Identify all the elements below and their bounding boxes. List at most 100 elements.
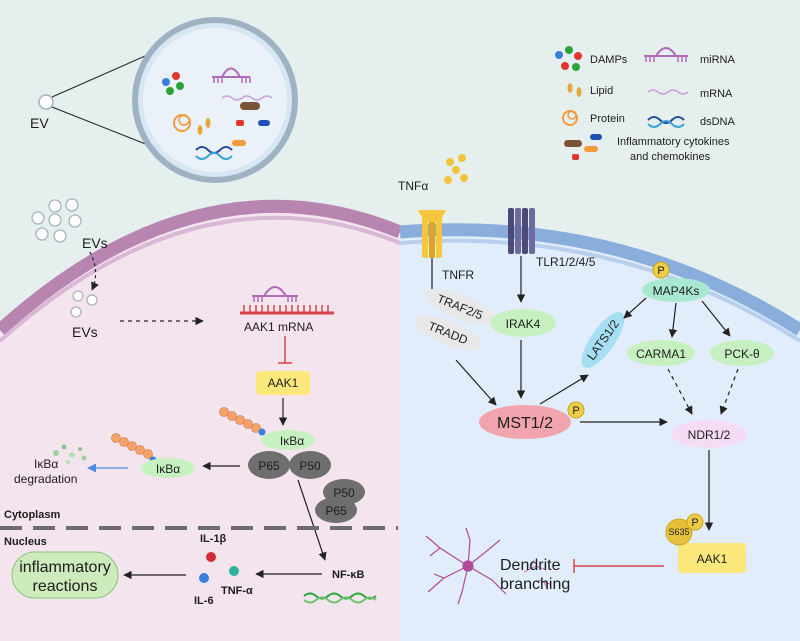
legend-lipid-label: Lipid <box>590 85 613 97</box>
tnfa-label: TNFα <box>398 179 428 193</box>
tlr-receptor-icon <box>508 208 535 254</box>
degradation-label-1: IκBα <box>34 457 58 471</box>
legend-mirna-label: miRNA <box>700 54 735 66</box>
tnfa-cyto-label: TNF-α <box>221 585 253 597</box>
ev-label: EV <box>30 115 49 131</box>
ikba-complex-label: IκBα <box>280 434 304 448</box>
ev-mirna-icon <box>212 67 251 83</box>
irak4-node <box>490 309 556 337</box>
inflammatory-reactions-node <box>11 551 119 599</box>
degradation-fragments-icon <box>53 444 87 464</box>
tradd-node <box>414 315 482 351</box>
lats-node <box>581 312 625 368</box>
legend-mrna-icon <box>647 89 689 95</box>
mrna-inhibits-aak1 <box>278 336 292 364</box>
evs-cluster-outside <box>31 198 82 243</box>
evs-inside-label: EVs <box>72 324 98 340</box>
evs-outside-label: EVs <box>82 235 108 251</box>
il1b-dot-icon <box>206 552 216 562</box>
aak1-node-left-label: AAK1 <box>268 376 299 390</box>
aak1-mrna-label: AAK1 mRNA <box>244 320 313 334</box>
p65-free-label: P65 <box>325 504 347 518</box>
p50-complex-label: P50 <box>299 459 321 473</box>
tnfr-receptor-icon <box>418 210 446 258</box>
legend-dsdna-icon <box>647 116 685 124</box>
map4ks-phospho-badge <box>652 261 670 279</box>
s635-label: S635 <box>668 527 689 537</box>
legend-cytokines-label-1: Inflammatory cytokines <box>617 136 730 148</box>
map4ks-node <box>642 278 710 302</box>
ikba-free-label: IκBα <box>156 462 180 476</box>
nucleus-label: Nucleus <box>4 536 47 548</box>
map4ks-to-pck-arrow <box>701 300 731 337</box>
map4ks-to-carma1-arrow <box>668 302 678 338</box>
legend-cytokines-icon <box>564 134 602 160</box>
cytoplasm-label: Cytoplasm <box>4 509 60 521</box>
inflammatory-label-2: reactions <box>33 578 98 595</box>
p65-free-node <box>315 497 357 523</box>
aak1-node-right-label: AAK1 <box>697 552 728 566</box>
map4ks-label: MAP4Ks <box>653 284 700 298</box>
mst-phospho-badge <box>567 401 585 419</box>
tnfa-ligand-icon <box>444 154 468 184</box>
neuron-dendrite-icon <box>425 527 507 605</box>
ev-vesicle-icon <box>38 94 54 110</box>
mst-to-lats-arrow <box>539 374 589 405</box>
inflammatory-label-1: inflammatory <box>19 559 111 576</box>
mirna-on-mrna-icon <box>252 286 298 302</box>
ndr-label: NDR1/2 <box>688 428 731 442</box>
legend-protein-label: Protein <box>590 113 625 125</box>
tlr-label: TLR1/2/4/5 <box>536 255 596 269</box>
ikba-complex-node <box>261 430 315 450</box>
aak1-phospho-label: P <box>691 517 698 529</box>
carma1-node <box>627 340 695 366</box>
nfkb-dna-icon <box>303 592 377 600</box>
carma1-label: CARMA1 <box>636 347 686 361</box>
p65-complex-node <box>248 451 290 479</box>
tnfr-label: TNFR <box>442 268 474 282</box>
carma1-to-ndr-arrow <box>667 368 693 415</box>
legend-mrna-label: mRNA <box>700 88 733 100</box>
ev-cytokine-red <box>236 120 244 126</box>
traf-node <box>424 288 496 326</box>
legend-dsdna-icon-2 <box>647 120 685 128</box>
ev-zoom-interior <box>143 28 287 172</box>
p65-complex-label: P65 <box>258 459 280 473</box>
mst-phospho-label: P <box>572 405 579 417</box>
legend-cytokines-label-2: and chemokines <box>630 151 711 163</box>
pck-node <box>710 340 774 366</box>
p50-free-label: P50 <box>333 486 355 500</box>
legend-lipid-icon <box>567 83 582 97</box>
legend-mirna-icon <box>644 47 688 62</box>
cell-membrane-right <box>399 223 800 336</box>
aak1-phospho-badge <box>686 513 704 531</box>
degradation-label-2: degradation <box>14 472 77 486</box>
aak1-mrna-strand <box>240 305 334 315</box>
legend-dsdna-label: dsDNA <box>700 116 736 128</box>
map4ks-phospho-label: P <box>657 265 664 277</box>
legend-damps-icon <box>555 46 582 71</box>
cell-membrane-left <box>0 199 403 335</box>
mst-label: MST1/2 <box>497 415 553 432</box>
il6-label: IL-6 <box>194 595 214 607</box>
ev-cytokine-orange <box>232 140 246 146</box>
map4ks-to-lats-arrow <box>623 297 647 319</box>
pck-label: PCK-θ <box>724 347 760 361</box>
ev-mrna-icon <box>221 95 273 101</box>
ev-cytokine-brown <box>240 102 260 110</box>
phospho-site-icon <box>258 428 266 436</box>
legend: DAMPs miRNA Lipid mRNA Protein dsDNA Inf… <box>555 46 736 163</box>
evs-entry-arrow <box>89 251 99 291</box>
traf-to-mst-arrow <box>455 359 497 406</box>
il1b-label: IL-1β <box>200 533 227 545</box>
legend-damps-label: DAMPs <box>590 54 628 66</box>
ev-lipid-icon-2 <box>197 125 203 135</box>
ev-damps-cluster <box>162 72 184 95</box>
mst-node <box>479 405 571 439</box>
membrane-inner-left <box>0 215 401 343</box>
legend-protein-icon <box>562 110 578 126</box>
ev-cytokine-blue <box>258 120 270 126</box>
nfkb-label: NF-κB <box>332 569 364 581</box>
